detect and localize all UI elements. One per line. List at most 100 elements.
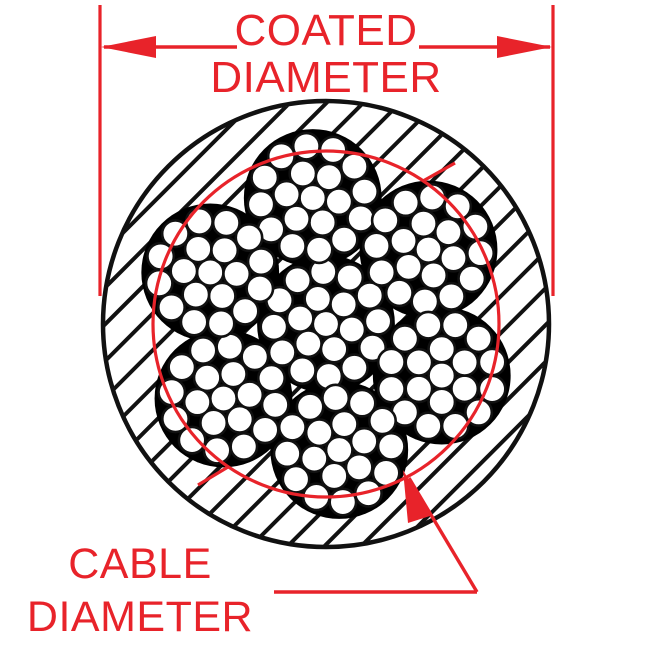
outer-strand-wire: [230, 296, 260, 326]
hatch-line: [105, 103, 528, 526]
core-strand-wire: [259, 312, 289, 342]
core-strand-wire: [329, 289, 359, 319]
outer-strand-wire: [222, 259, 252, 289]
outer-strand-wire: [427, 334, 457, 364]
core-strand-wire: [283, 265, 313, 295]
outer-strand-wire: [288, 159, 318, 189]
outer-strand-wire: [457, 264, 487, 294]
outer-strand-wire: [329, 409, 359, 439]
outer-strand-wire: [324, 187, 354, 217]
leader-arrowhead: [403, 470, 430, 523]
outer-strand-wire: [246, 189, 276, 219]
outer-strand-wire: [181, 280, 211, 310]
core-strand-wire: [355, 281, 385, 311]
outer-strand-wire: [394, 252, 424, 282]
outer-strand-wire: [202, 435, 232, 465]
outer-strand-wire: [443, 191, 473, 221]
outer-strand-wire: [246, 247, 276, 277]
outer-strand-wire: [464, 324, 494, 354]
outer-strand-wire: [362, 231, 392, 261]
outer-strand-wire: [169, 256, 199, 286]
outer-strand-wire: [376, 347, 406, 377]
outer-strand-wire: [314, 162, 344, 192]
cable-diameter-label-line2: DIAMETER: [27, 593, 253, 641]
outer-strand-wire: [281, 204, 311, 234]
outer-strand-wire: [408, 209, 438, 239]
outer-strand-wire: [413, 310, 443, 340]
outer-strand-wire: [308, 207, 338, 237]
outer-strand-wire: [272, 179, 302, 209]
outer-strand-wire: [183, 234, 213, 264]
dimension-arrowhead-left: [101, 36, 156, 58]
outer-strand-wire: [240, 342, 270, 372]
coated-diameter-dimension: COATED DIAMETER: [98, 5, 555, 296]
outer-strand-wire: [210, 235, 240, 265]
outer-strand-wire: [450, 347, 480, 377]
dimension-arrowhead-right: [497, 36, 552, 58]
outer-strand-wire: [272, 439, 302, 469]
outer-strand-wire: [376, 431, 406, 461]
coated-diameter-label-line1: COATED: [234, 6, 417, 55]
outer-strand-wire: [384, 278, 414, 308]
outer-strand-wire: [167, 352, 197, 382]
outer-strand-wire: [319, 461, 349, 491]
cable-diameter-leader: CABLE DIAMETER: [27, 470, 479, 641]
outer-strand-wire: [206, 308, 236, 338]
outer-strand-wire: [413, 411, 443, 441]
outer-strand-wire: [410, 287, 440, 317]
cable-circle-tick-top-right: [422, 161, 456, 183]
core-strand-wire: [335, 263, 365, 293]
outer-strand-wire: [339, 152, 369, 182]
outer-strand-wire: [391, 188, 421, 218]
hatch-line: [106, 104, 547, 545]
leader-diagonal: [407, 477, 479, 593]
outer-strand-wire: [192, 363, 222, 393]
outer-strand-wire: [260, 390, 290, 420]
core-strand-wire: [287, 355, 317, 385]
outer-strand-wire: [390, 324, 420, 354]
outer-strand-wire: [235, 380, 265, 410]
core-strand-wire: [363, 306, 393, 336]
outer-strand-wire: [389, 226, 419, 256]
outer-strand-wire: [304, 235, 334, 265]
outer-strand-wire: [344, 452, 374, 482]
cable-diameter-label-line1: CABLE: [68, 540, 212, 588]
cable-diameter-circle-group: [151, 149, 501, 499]
outer-strand-wire: [370, 205, 400, 235]
outer-strand-wire: [367, 406, 397, 436]
outer-strand-wire: [177, 425, 207, 455]
outer-strand-wire: [234, 223, 264, 253]
hatch-line: [105, 103, 546, 544]
outer-strand-wire: [188, 335, 218, 365]
outer-strand-wire: [218, 359, 248, 389]
outer-strand-wire: [250, 163, 280, 193]
core-strand-wire: [293, 329, 323, 359]
core-strand-wire: [339, 353, 369, 383]
outer-strand-wire: [245, 274, 275, 304]
outer-strand-wire: [304, 418, 334, 448]
outer-strand-wire: [376, 374, 406, 404]
outer-strand-wire: [256, 363, 286, 393]
outer-strand-wire: [419, 260, 449, 290]
outer-strand-wire: [321, 383, 351, 413]
cable-diameter-circle: [151, 149, 501, 499]
core-strand-wire: [285, 304, 315, 334]
outer-strand-wire: [440, 310, 470, 340]
outer-strand-wire: [404, 374, 434, 404]
outer-strand-wire: [367, 257, 397, 287]
cable-circle-tick-bottom-left: [197, 465, 229, 487]
outer-strand-wire: [211, 208, 241, 238]
outer-strand-wire: [156, 292, 186, 322]
outer-strand-wire: [329, 225, 359, 255]
outer-strand-wire: [199, 408, 229, 438]
outer-strand-wire: [277, 231, 307, 261]
hatch-line: [124, 122, 547, 545]
outer-strand-wire: [350, 177, 380, 207]
coated-diameter-label-line2: DIAMETER: [210, 53, 441, 102]
outer-strand-wire: [427, 387, 457, 417]
outer-strand-wire: [433, 217, 463, 247]
outer-strand-wire: [182, 387, 212, 417]
outer-strand-wire: [250, 415, 280, 445]
